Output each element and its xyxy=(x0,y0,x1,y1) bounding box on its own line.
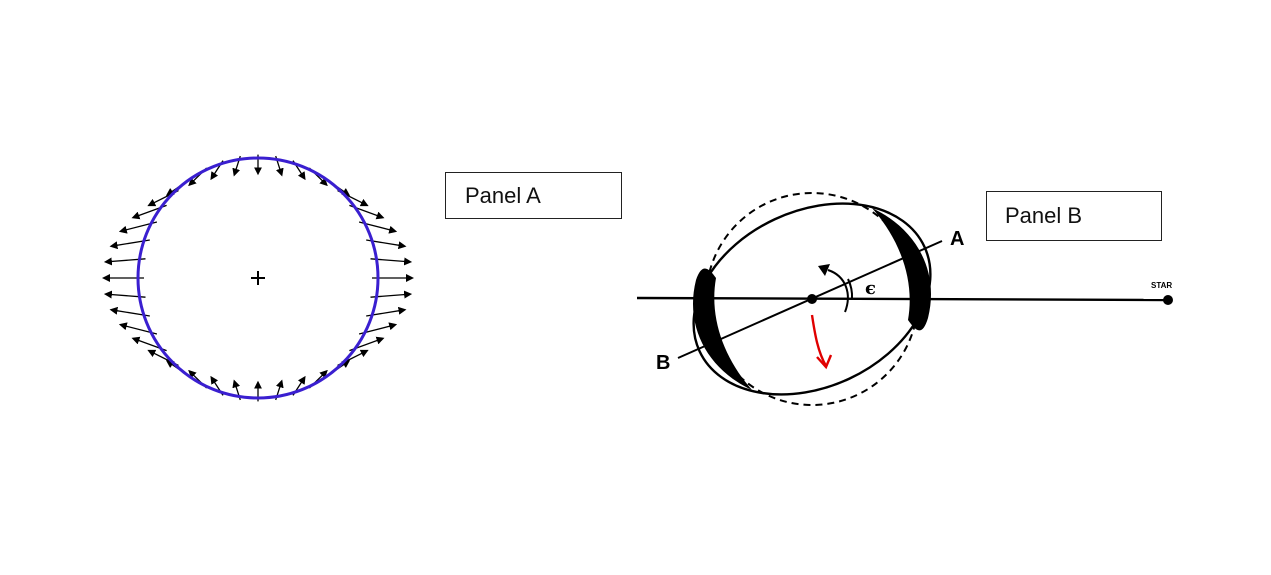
panel-a-label-box: Panel A xyxy=(445,172,622,219)
red-rotation-arrow xyxy=(810,314,828,367)
panel-b-label: Panel B xyxy=(1005,203,1083,228)
star-point xyxy=(1163,295,1173,305)
panel-b-figure: A B ϵ STAR xyxy=(636,192,1173,406)
red-arrowhead-icon xyxy=(816,354,833,370)
panel-a-figure xyxy=(102,154,414,402)
angle-arc xyxy=(847,278,854,300)
panel-a-label: Panel A xyxy=(465,182,541,208)
rotation-arrow xyxy=(827,269,849,313)
angle-label: ϵ xyxy=(865,278,876,299)
star-label: STAR xyxy=(1151,281,1172,290)
panel-b-label-box: Panel B xyxy=(986,191,1162,241)
deformed-ellipse xyxy=(692,202,932,396)
star-line xyxy=(636,296,1169,302)
point-a-label: A xyxy=(950,228,964,250)
center-point xyxy=(807,294,817,304)
body-circle xyxy=(136,156,380,400)
center-cross-icon xyxy=(251,271,265,285)
rotation-arrowhead-icon xyxy=(818,264,830,276)
point-b-label: B xyxy=(656,352,670,374)
